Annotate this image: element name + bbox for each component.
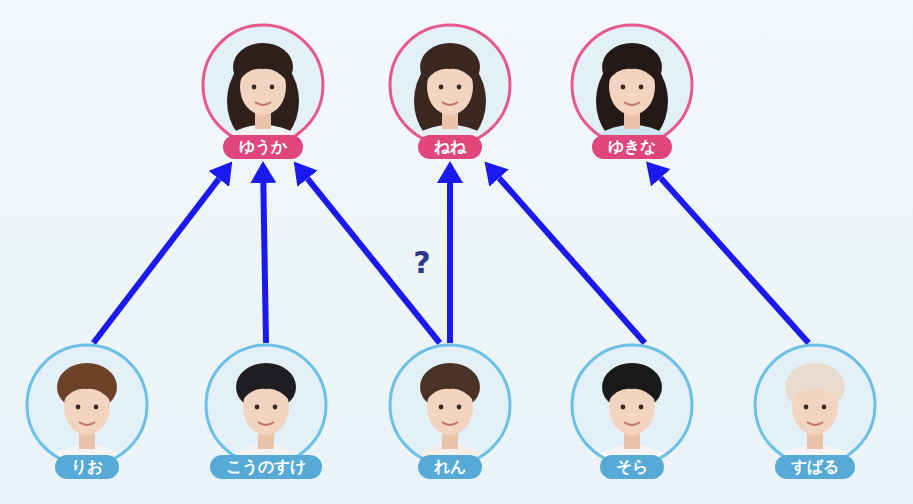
name-label: ゆうか (223, 135, 303, 159)
name-label: ゆきな (592, 135, 672, 159)
portrait-circle (199, 23, 327, 151)
portrait-circle (386, 23, 514, 151)
portrait-circle (202, 343, 330, 471)
arrow-connector (263, 183, 266, 343)
portrait-circle (386, 343, 514, 471)
person-node: ゆうか (199, 23, 327, 163)
name-label: そら (600, 455, 664, 479)
name-label: ねね (418, 135, 482, 159)
arrow-connector (661, 178, 809, 343)
arrow-connector (499, 178, 645, 343)
name-label: れん (418, 455, 482, 479)
name-label: こうのすけ (210, 455, 322, 479)
arrow-connector (308, 179, 440, 343)
edge-label: ? (413, 247, 430, 279)
person-node: こうのすけ (202, 343, 330, 483)
person-node: れん (386, 343, 514, 483)
portrait-circle (568, 343, 696, 471)
person-node: すばる (751, 343, 879, 483)
portrait-circle (23, 343, 151, 471)
arrow-connector (93, 179, 218, 343)
portrait-circle (568, 23, 696, 151)
arrow-connector (447, 183, 453, 343)
name-label: すばる (775, 455, 855, 479)
person-node: そら (568, 343, 696, 483)
person-node: ねね (386, 23, 514, 163)
name-label: りお (55, 455, 119, 479)
portrait-circle (751, 343, 879, 471)
person-node: りお (23, 343, 151, 483)
person-node: ゆきな (568, 23, 696, 163)
